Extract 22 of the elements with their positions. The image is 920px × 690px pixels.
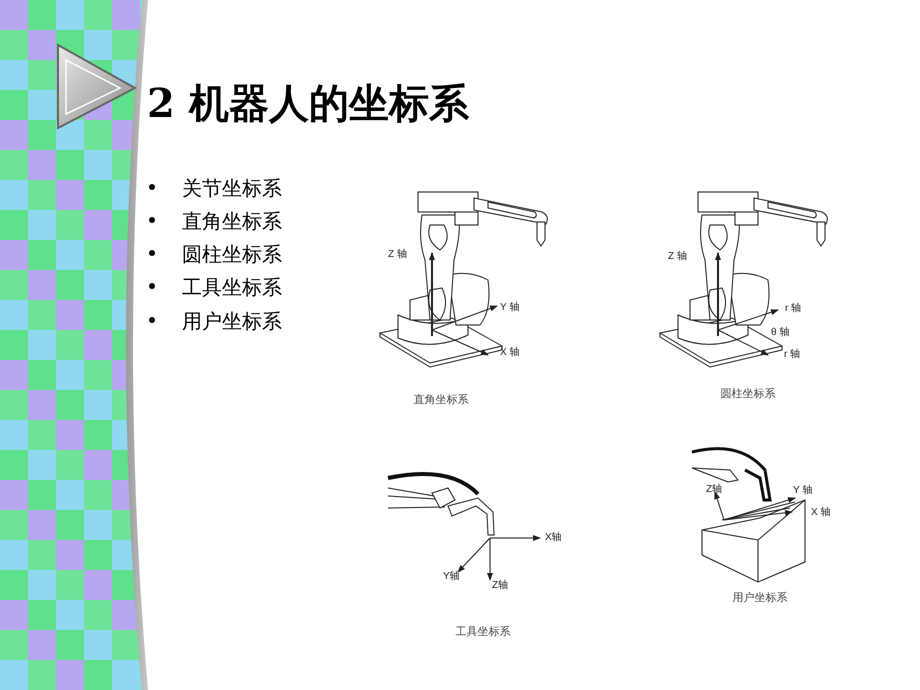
axis-label: θ 轴 — [771, 328, 790, 338]
slide-title: 2 机器人的坐标系 — [147, 84, 469, 124]
axis-label: r 轴 — [784, 350, 800, 360]
figure-caption: 圆柱坐标系 — [720, 389, 776, 400]
axis-label: Z 轴 — [668, 252, 687, 262]
bullet-item: 圆柱坐标系 — [182, 244, 282, 264]
axis-label: X 轴 — [811, 508, 830, 518]
axis-label: Z轴 — [706, 485, 722, 495]
figure-caption: 用户坐标系 — [732, 593, 788, 604]
figure-caption: 直角坐标系 — [414, 395, 468, 406]
bullet-item: 关节坐标系 — [182, 178, 282, 198]
axis-label: Z 轴 — [388, 250, 407, 260]
axis-label: Y轴 — [443, 572, 460, 582]
bullet-item: 用户坐标系 — [182, 311, 282, 331]
axis-label: r 轴 — [785, 304, 802, 314]
figure-caption: 工具坐标系 — [456, 627, 510, 638]
axis-label: Y 轴 — [500, 303, 520, 313]
axis-label: X轴 — [545, 533, 562, 543]
axis-label: Y 轴 — [793, 486, 812, 496]
bullet-item: 工具坐标系 — [182, 277, 282, 297]
bullet-item: 直角坐标系 — [182, 211, 282, 231]
axis-label: Z轴 — [492, 581, 508, 591]
